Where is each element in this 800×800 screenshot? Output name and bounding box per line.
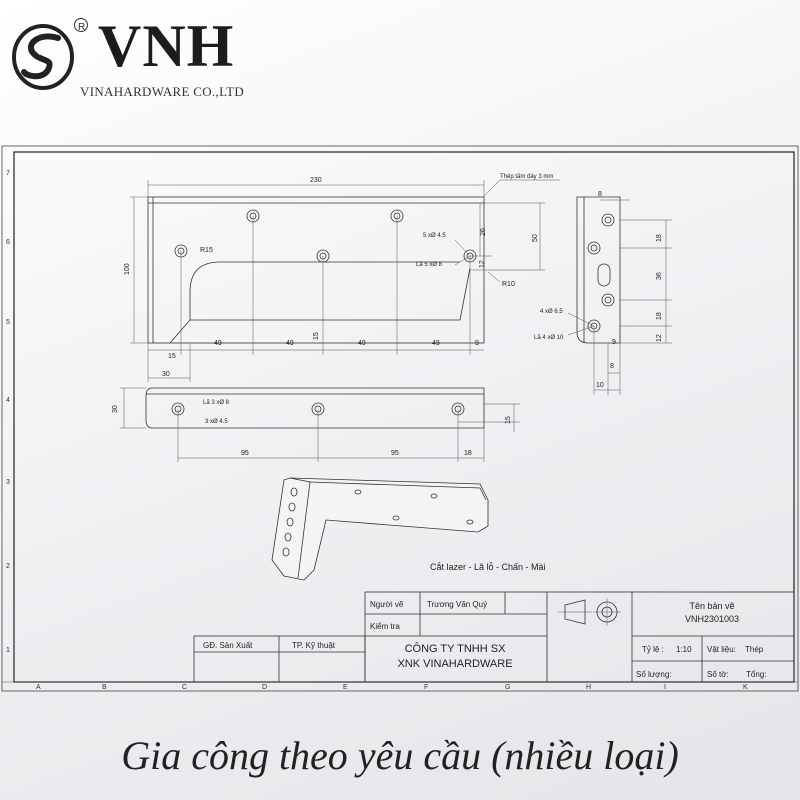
label-total: Tổng: — [746, 670, 766, 679]
dim-label: 95 — [241, 450, 249, 457]
registered-circle — [74, 18, 88, 32]
caption: Gia công theo yêu cầu (nhiều loại) — [121, 733, 679, 778]
drawing-number: VNH2301003 — [685, 614, 739, 624]
hole-callout: Lã 5 xØ 8 — [416, 262, 443, 268]
dim-label: 15 — [168, 353, 176, 360]
dim-label: 18 — [656, 312, 663, 320]
col-labels: A B C D E F G H I K — [2, 681, 798, 691]
sheet-inner-border — [13, 151, 795, 683]
row-label: 7 — [6, 170, 10, 177]
hole-callout: 5 xØ 4.5 — [423, 233, 446, 239]
col-label: K — [743, 684, 748, 691]
col-label: F — [424, 684, 428, 691]
dim-label: 30 — [112, 405, 119, 413]
dim-label: 18 — [464, 450, 472, 457]
front-view-labels: 230 100 Thép tấm dày 3 mm R15 R10 5 xØ 4… — [124, 174, 553, 378]
dim-label: 8 — [598, 191, 602, 198]
front-outline — [147, 196, 485, 344]
dim-label: 30 — [162, 371, 170, 378]
col-label: A — [36, 684, 41, 691]
col-label: B — [102, 684, 107, 691]
dim-label: 50 — [532, 234, 539, 242]
dim-label: 100 — [124, 263, 131, 275]
col-label: E — [343, 684, 348, 691]
process-note: Cắt lazer - Lã lỗ - Chấn - Mài — [430, 562, 546, 572]
row-label: 2 — [6, 563, 10, 570]
hole-callout: 4 xØ 6.5 — [540, 309, 563, 315]
dim-label: 49 — [358, 340, 366, 347]
col-label: H — [586, 684, 591, 691]
hole-callout: Lã 3 xØ 8 — [203, 400, 230, 406]
dim-label: 26 — [480, 228, 487, 236]
sheet-outer-border — [1, 145, 799, 692]
label-drawer: Người vẽ — [370, 600, 404, 609]
company-line-1: CÔNG TY TNHH SX — [405, 642, 507, 655]
dim-label: 15 — [313, 332, 320, 340]
brand-name: VNH — [98, 13, 235, 79]
dim-label: 8 — [610, 363, 614, 370]
material-value: Thép — [745, 645, 764, 654]
title-block-text: Người vẽ Trương Văn Quý Kiểm tra GĐ. Sản… — [203, 600, 766, 679]
dim-label: 15 — [505, 416, 512, 424]
s-swirl-logo-icon — [12, 24, 74, 90]
row-label: 1 — [6, 647, 10, 654]
label-checker: Kiểm tra — [370, 622, 400, 631]
row-label: 3 — [6, 479, 10, 486]
dim-label: 9 — [475, 340, 479, 347]
isometric-view — [271, 477, 489, 581]
dim-label: R15 — [200, 247, 213, 254]
row-label: 5 — [6, 319, 10, 326]
label-material: Vật liệu: — [707, 645, 736, 654]
side-outline — [576, 196, 621, 344]
top-view-labels: 30 Lã 3 xØ 8 3 xØ 4.5 15 95 95 18 — [112, 400, 512, 457]
dim-label: 18 — [656, 234, 663, 242]
col-label: I — [664, 684, 666, 691]
label-quantity: Số lượng: — [636, 670, 672, 679]
material-note: Thép tấm dày 3 mm — [500, 174, 553, 180]
company-line-2: XNK VINAHARDWARE — [397, 658, 512, 670]
logo-header: R VNH VINAHARDWARE CO.,LTD — [0, 0, 800, 130]
label-production: GĐ. Sản Xuất — [203, 641, 253, 650]
col-label: D — [262, 684, 267, 691]
col-label: C — [182, 684, 187, 691]
dim-label: 230 — [310, 177, 322, 184]
title-block — [193, 591, 795, 683]
row-label: 6 — [6, 239, 10, 246]
top-outline — [145, 387, 485, 429]
dim-label: 49 — [432, 340, 440, 347]
col-label: G — [505, 684, 510, 691]
technical-drawing: 7 6 5 4 3 2 1 A B C D E F G H I K — [1, 145, 799, 692]
dim-label: 12 — [479, 260, 486, 268]
top-view — [120, 387, 520, 462]
label-scale: Tỷ lệ : — [642, 645, 664, 654]
company-subtitle: VINAHARDWARE CO.,LTD — [80, 84, 245, 99]
label-sheet: Số tờ: — [707, 670, 729, 679]
label-technical: TP. Kỹ thuật — [292, 641, 336, 650]
dim-label: 9 — [612, 339, 616, 346]
scale-value: 1:10 — [676, 645, 692, 654]
dim-label: 10 — [596, 382, 604, 389]
row-label: 4 — [6, 397, 10, 404]
dim-label: 49 — [214, 340, 222, 347]
hole-callout: Lã 4 xØ 10 — [534, 335, 564, 341]
dim-label: 49 — [286, 340, 294, 347]
dim-label: 36 — [656, 272, 663, 280]
side-view-labels: 8 18 36 18 12 4 xØ 6.5 Lã 4 xØ 10 9 8 10 — [534, 191, 663, 389]
hole-callout: 3 xØ 4.5 — [205, 419, 228, 425]
dim-label: 95 — [391, 450, 399, 457]
label-drawing-name: Tên bản vẽ — [689, 601, 734, 611]
dim-label: R10 — [502, 281, 515, 288]
drawer-name: Trương Văn Quý — [427, 600, 487, 609]
side-view — [567, 196, 672, 395]
row-labels: 7 6 5 4 3 2 1 — [6, 170, 10, 654]
front-view — [130, 179, 560, 382]
dim-label: 12 — [656, 334, 663, 342]
